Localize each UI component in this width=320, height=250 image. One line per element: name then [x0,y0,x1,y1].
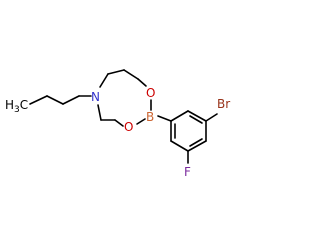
bond-ar5-ar6 [170,140,189,152]
aromatic-double-2 [189,138,203,147]
oxygen-top-label: O [146,86,155,100]
methyl-label: H3C [5,98,28,115]
bond-b-o-bottom [136,118,146,125]
methyl-subscript: 3 [14,105,20,115]
bond-c4-c5 [107,69,125,75]
bond-ar2-ar3 [187,110,207,122]
bond-ar1-ar2 [170,110,189,122]
bond-o-bottom-c7 [114,119,124,127]
chemical-structure: N O B O Br F H3C [5,69,230,179]
bond-ar-br [205,113,218,122]
molecule-canvas: N O B O Br F H3C [5,69,231,179]
methyl-h: H [5,98,14,112]
methyl-c: C [20,98,28,112]
bond-c5-c6 [123,69,139,80]
aromatic-double-1 [189,115,203,124]
bond-n-c4 [99,73,109,88]
nitrogen-label: N [91,90,100,104]
boron-label: B [146,110,154,124]
bond-c2-c3 [62,95,80,105]
bond-ar4-ar5 [187,140,207,152]
bond-c1-c2 [46,95,64,105]
fluorine-label: F [184,165,191,179]
oxygen-bottom-label: O [124,120,133,134]
bond-c6-o-top [137,78,147,87]
bromine-label: Br [217,97,230,111]
bond-c8-n [97,104,102,121]
bond-ch3-c1 [29,95,48,105]
bond-b-aryl [157,115,172,122]
